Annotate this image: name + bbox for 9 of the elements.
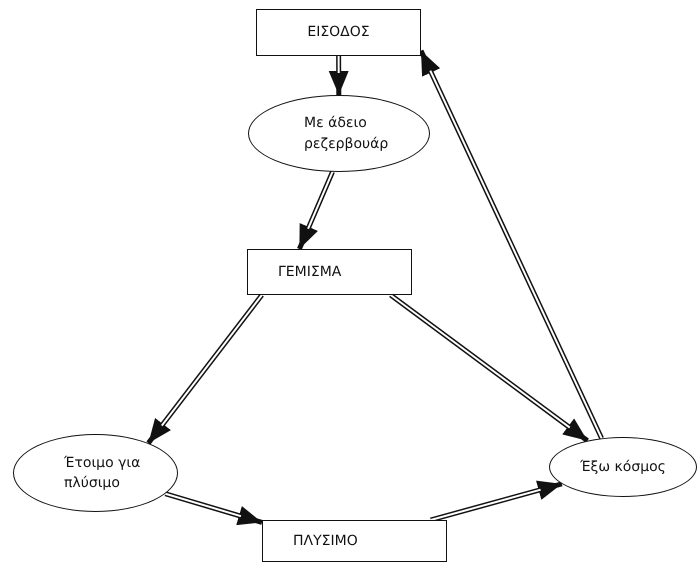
process-box <box>262 520 447 562</box>
node-label: ΠΛΥΣΙΜΟ <box>293 532 358 551</box>
node-label: Έξω κόσμος <box>580 458 666 477</box>
node-label: Με άδειο ρεζερβουάρ <box>304 114 390 154</box>
node-label: ΕΙΣΟΔΟΣ <box>307 23 370 42</box>
node-label: ΓΕΜΙΣΜΑ <box>278 262 342 282</box>
process-box <box>256 9 421 56</box>
node-label: Έτοιμο για πλύσιμο <box>64 454 142 493</box>
process-box <box>247 249 412 295</box>
